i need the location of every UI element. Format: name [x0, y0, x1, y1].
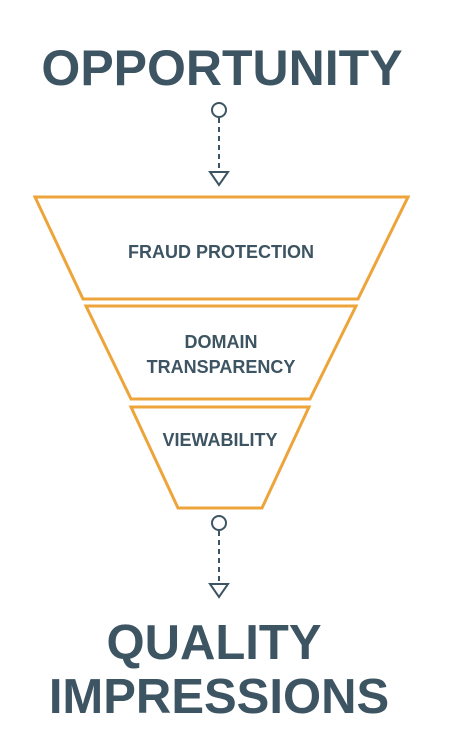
stage-label: TRANSPARENCY — [147, 357, 296, 377]
circle-node-icon — [211, 515, 227, 531]
circle-node-icon — [211, 102, 227, 118]
stage-label: DOMAIN — [185, 332, 258, 352]
funnel-stage-domain-transparency: DOMAIN TRANSPARENCY — [83, 304, 359, 401]
funnel-stage-shape — [128, 405, 312, 510]
bottom-connector — [208, 515, 230, 599]
funnel: FRAUD PROTECTION DOMAIN TRANSPARENCY VIE… — [32, 195, 411, 510]
bottom-label-line1: QUALITY — [106, 616, 321, 670]
funnel-stage-fraud-protection: FRAUD PROTECTION — [32, 195, 411, 301]
top-connector — [208, 102, 230, 187]
down-arrow-icon — [208, 583, 230, 599]
funnel-stage-viewability: VIEWABILITY — [128, 405, 312, 510]
top-label: OPPORTUNITY — [41, 40, 402, 96]
stage-label: VIEWABILITY — [162, 430, 277, 450]
down-arrow-icon — [208, 171, 230, 187]
funnel-stage-shape — [83, 304, 359, 401]
bottom-label-line2: IMPRESSIONS — [49, 670, 389, 724]
funnel-stage-shape — [32, 195, 411, 301]
stage-label: FRAUD PROTECTION — [128, 242, 314, 262]
